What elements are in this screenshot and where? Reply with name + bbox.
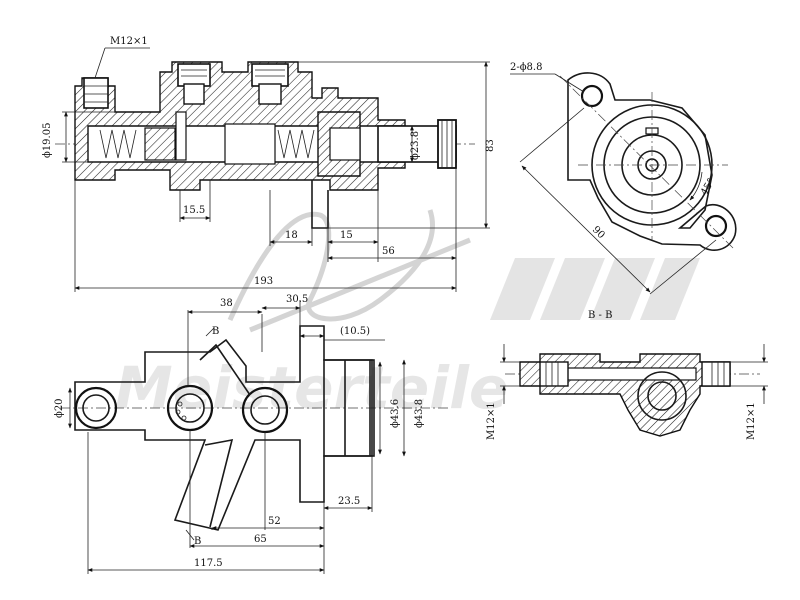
label-phi-23: ϕ23.8 [410,131,421,160]
label-dim-15-5: 15.5 [183,205,205,216]
label-phi-19: ϕ19.05 [42,123,53,158]
label-dim-10-5: (10.5) [340,326,370,337]
label-dim-30-5: 30.5 [286,294,308,305]
label-dim-15: 15 [340,230,353,241]
label-angle-45: 45° [699,177,717,198]
label-dim-23-5: 23.5 [338,496,360,507]
label-hole-2x: 2-ϕ8.8 [510,62,542,73]
label-dim-18: 18 [285,230,298,241]
label-dim-83: 83 [485,139,496,152]
label-phi-43-6: ϕ43.6 [390,399,401,428]
label-dim-65: 65 [254,534,267,545]
label-dim-56: 56 [382,246,395,257]
label-phi-20: ϕ20 [54,398,65,418]
label-m12-top: M12×1 [110,36,148,47]
end-view [510,72,737,295]
label-dim-38: 38 [220,298,233,309]
label-mark-b-top: B [212,326,219,337]
label-dim-90: 90 [590,224,607,241]
label-m12-right: M12×1 [746,402,757,440]
label-phi-43-8: ϕ43.8 [414,399,425,428]
top-section-view [55,47,490,292]
section-b-b-view [500,344,768,437]
label-dim-52: 52 [268,516,281,527]
label-mark-b-bottom: B [194,536,201,547]
watermark-brand: Meisterteile [115,354,508,422]
plan-view [60,300,450,574]
label-section-b-b: B - B [588,310,612,321]
label-dim-193: 193 [254,276,273,287]
label-dim-117-5: 117.5 [194,558,223,569]
label-m12-left: M12×1 [486,402,497,440]
